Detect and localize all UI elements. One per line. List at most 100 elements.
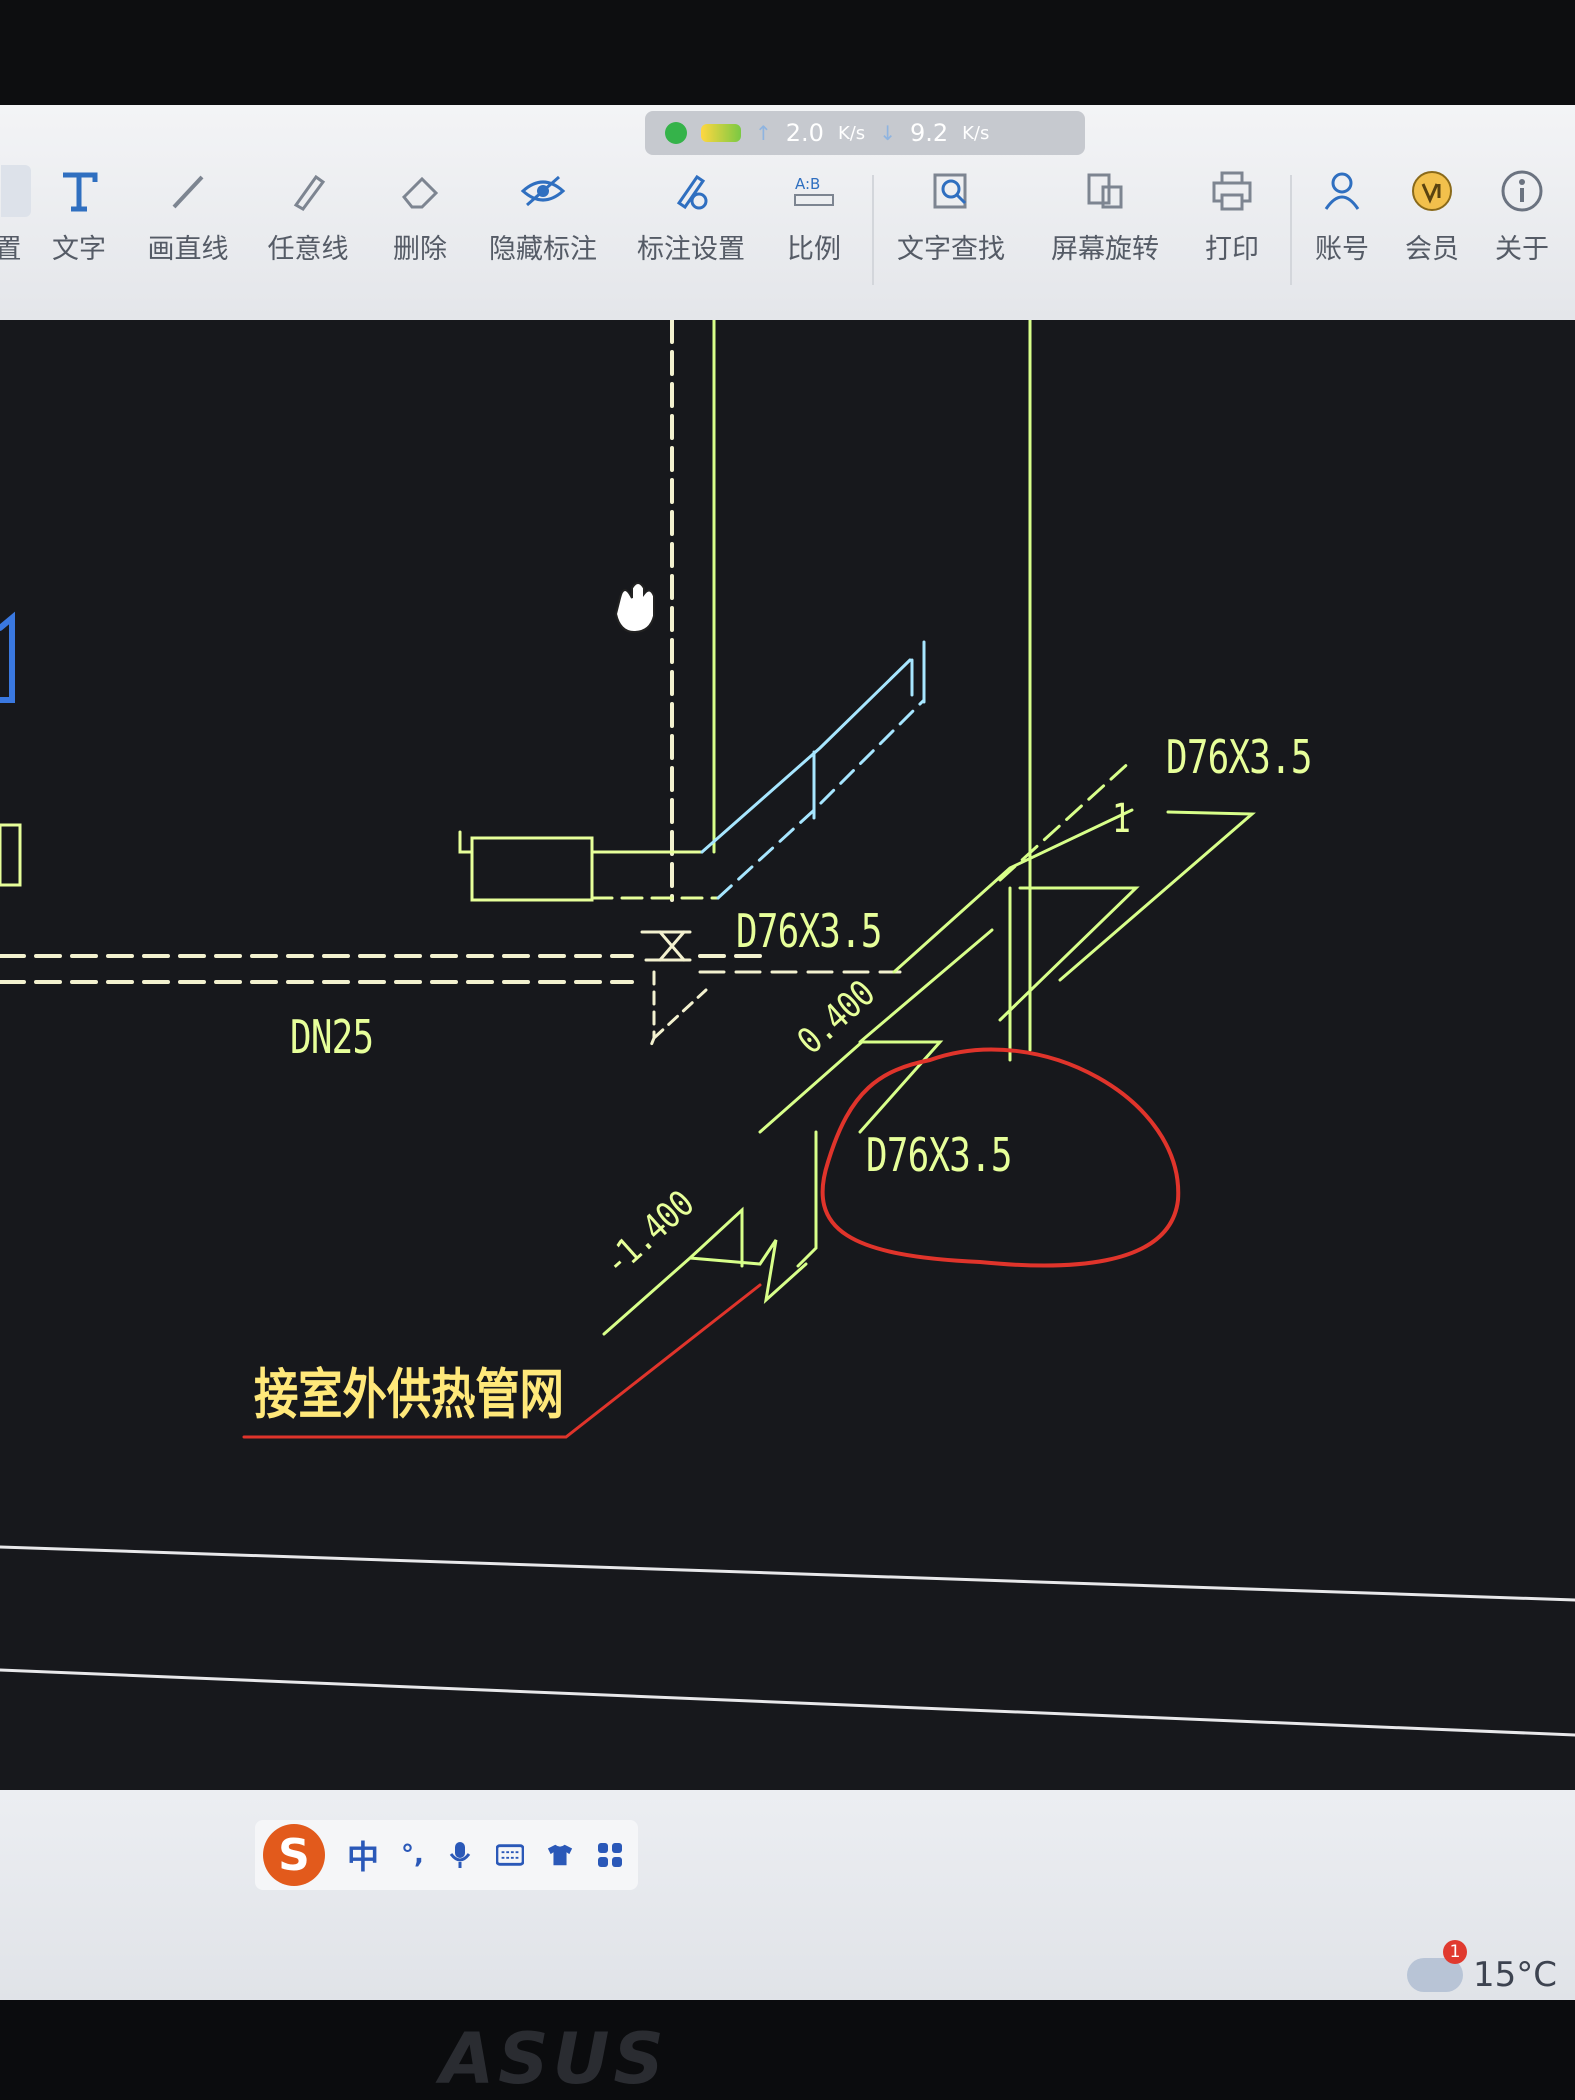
toolbar-item-label: 屏幕旋转 bbox=[1051, 234, 1159, 265]
status-dot-icon bbox=[665, 122, 687, 144]
partial-valve bbox=[0, 823, 22, 887]
toolbar-item-print[interactable]: 打印 bbox=[1200, 165, 1264, 315]
input-method-bar[interactable]: S 中 °, bbox=[255, 1820, 638, 1890]
partial-blue-element bbox=[0, 611, 15, 703]
toolbar-item-label: 打印 bbox=[1205, 234, 1259, 265]
slope-number-label: 1 bbox=[1112, 796, 1131, 842]
weather-widget[interactable]: 1 15°C bbox=[1406, 1940, 1557, 1995]
vertical-drop-line bbox=[796, 1130, 818, 1268]
ratio-icon: A:B bbox=[788, 165, 840, 217]
rotate-icon bbox=[1079, 165, 1131, 217]
toolbar-item-label: 文字 bbox=[52, 234, 106, 265]
network-pill-icon bbox=[701, 124, 741, 142]
toolbar-item-label: 任意线 bbox=[267, 234, 349, 265]
monitor-bezel-bottom bbox=[0, 2000, 1575, 2100]
text-icon bbox=[53, 165, 105, 217]
pipe-label-dn25: DN25 bbox=[290, 1010, 374, 1064]
eye-icon bbox=[517, 165, 569, 217]
taskbar: S 中 °, 1 15°C bbox=[0, 1790, 1575, 2020]
toolbar-item-label: 比例 bbox=[787, 234, 841, 265]
vip-icon bbox=[1406, 165, 1458, 217]
svg-text:A:B: A:B bbox=[795, 175, 820, 193]
toolbar-item-partial-label: 置 bbox=[0, 234, 22, 265]
toolbox-icon[interactable] bbox=[596, 1841, 624, 1869]
valve-handle bbox=[458, 830, 474, 854]
level-marker-upper bbox=[758, 1040, 944, 1134]
toolbar-item-delete[interactable]: 删除 bbox=[390, 165, 450, 315]
hand-cursor-icon bbox=[614, 582, 655, 634]
cloud-icon: 1 bbox=[1406, 1940, 1467, 1992]
pipe-label-circled: D76X3.5 bbox=[866, 1128, 1013, 1182]
sogou-logo-icon[interactable]: S bbox=[263, 1824, 325, 1886]
cad-drawing-canvas[interactable]: D76X3.5 1 D76X3.5 DN25 0.400 D76X3.5 -1.… bbox=[0, 320, 1575, 1805]
toolbar-item-label: 画直线 bbox=[147, 234, 229, 265]
upload-unit: K/s bbox=[837, 122, 866, 144]
gate-valve-symbol bbox=[640, 930, 692, 962]
partial-icon bbox=[1, 165, 31, 217]
keyboard-icon[interactable] bbox=[495, 1841, 524, 1869]
download-arrow-icon: ↓ bbox=[879, 121, 896, 145]
frame-line bbox=[0, 1545, 1575, 1602]
text-search-icon bbox=[925, 165, 977, 217]
toolbar-item-label: 隐藏标注 bbox=[489, 234, 597, 265]
toolbar-item-freehand[interactable]: 任意线 bbox=[267, 165, 349, 315]
pipe-label-mid: D76X3.5 bbox=[736, 904, 883, 958]
toolbar-item-label: 删除 bbox=[393, 234, 447, 265]
user-icon bbox=[1316, 165, 1368, 217]
toolbar-item-label: 会员 bbox=[1405, 234, 1459, 265]
heating-network-caption: 接室外供热管网 bbox=[254, 1362, 564, 1426]
toolbar-item-about[interactable]: 关于 bbox=[1490, 165, 1554, 315]
eraser-icon bbox=[394, 165, 446, 217]
cyan-pipe-line bbox=[700, 658, 912, 854]
main-pipe-diagonal bbox=[892, 808, 1134, 974]
toolbar-item-text-search[interactable]: 文字查找 bbox=[896, 165, 1006, 315]
annotation-settings-icon bbox=[665, 165, 717, 217]
cyan-box-edge bbox=[910, 640, 926, 704]
toolbar-item-account[interactable]: 账号 bbox=[1310, 165, 1374, 315]
network-speed-widget: ↑ 2.0 K/s ↓ 9.2 K/s bbox=[645, 111, 1085, 155]
pipe-diagonal bbox=[858, 928, 994, 1044]
monitor-bezel-top bbox=[0, 0, 1575, 105]
ime-mode-toggle[interactable]: 中 bbox=[347, 1838, 380, 1876]
download-value: 9.2 bbox=[909, 119, 949, 147]
pen-icon bbox=[282, 165, 334, 217]
toolbar-separator bbox=[872, 175, 874, 285]
level-marker-lower bbox=[602, 1206, 808, 1336]
upload-arrow-icon: ↑ bbox=[755, 121, 772, 145]
toolbar-item-line[interactable]: 画直线 bbox=[147, 165, 229, 315]
valve-body bbox=[470, 836, 594, 902]
drawing-lines bbox=[0, 320, 1575, 1737]
toolbar: ↑ 2.0 K/s ↓ 9.2 K/s 置 文字 画直线 任意线 删除 bbox=[0, 105, 1575, 322]
monitor-brand-logo: ASUS bbox=[440, 2018, 668, 2100]
upload-value: 2.0 bbox=[785, 119, 824, 147]
cyan-pipe-dashed bbox=[716, 698, 926, 900]
toolbar-item-partial[interactable]: 置 bbox=[0, 165, 32, 315]
temperature-label: 15°C bbox=[1472, 1955, 1557, 1995]
toolbar-item-vip[interactable]: 会员 bbox=[1400, 165, 1464, 315]
info-icon bbox=[1496, 165, 1548, 217]
toolbar-item-annotation-settings[interactable]: 标注设置 bbox=[636, 165, 746, 315]
red-annotation-circle bbox=[820, 1047, 1181, 1268]
skin-icon[interactable] bbox=[546, 1841, 574, 1869]
upper-bracket bbox=[998, 886, 1140, 1022]
toolbar-item-text[interactable]: 文字 bbox=[48, 165, 110, 315]
toolbar-item-label: 文字查找 bbox=[897, 234, 1005, 265]
toolbar-item-rotate[interactable]: 屏幕旋转 bbox=[1050, 165, 1160, 315]
main-pipe-diagonal-dashed bbox=[998, 758, 1134, 882]
toolbar-item-scale[interactable]: A:B 比例 bbox=[784, 165, 844, 315]
download-unit: K/s bbox=[962, 122, 990, 144]
dashed-drop-line bbox=[648, 970, 708, 1050]
leader-line-red bbox=[242, 1283, 762, 1439]
notification-badge: 1 bbox=[1442, 1940, 1467, 1964]
toolbar-item-label: 关于 bbox=[1495, 234, 1549, 265]
toolbar-item-label: 账号 bbox=[1315, 234, 1369, 265]
toolbar-separator bbox=[1290, 175, 1292, 285]
microphone-icon[interactable] bbox=[446, 1841, 474, 1869]
ime-punctuation-toggle[interactable]: °, bbox=[401, 1840, 424, 1870]
toolbar-item-label: 标注设置 bbox=[637, 234, 745, 265]
pipe-label-top-right: D76X3.5 bbox=[1166, 730, 1313, 784]
line-icon bbox=[162, 165, 214, 217]
toolbar-item-hide-annotation[interactable]: 隐藏标注 bbox=[488, 165, 598, 315]
frame-line bbox=[0, 1668, 1575, 1737]
